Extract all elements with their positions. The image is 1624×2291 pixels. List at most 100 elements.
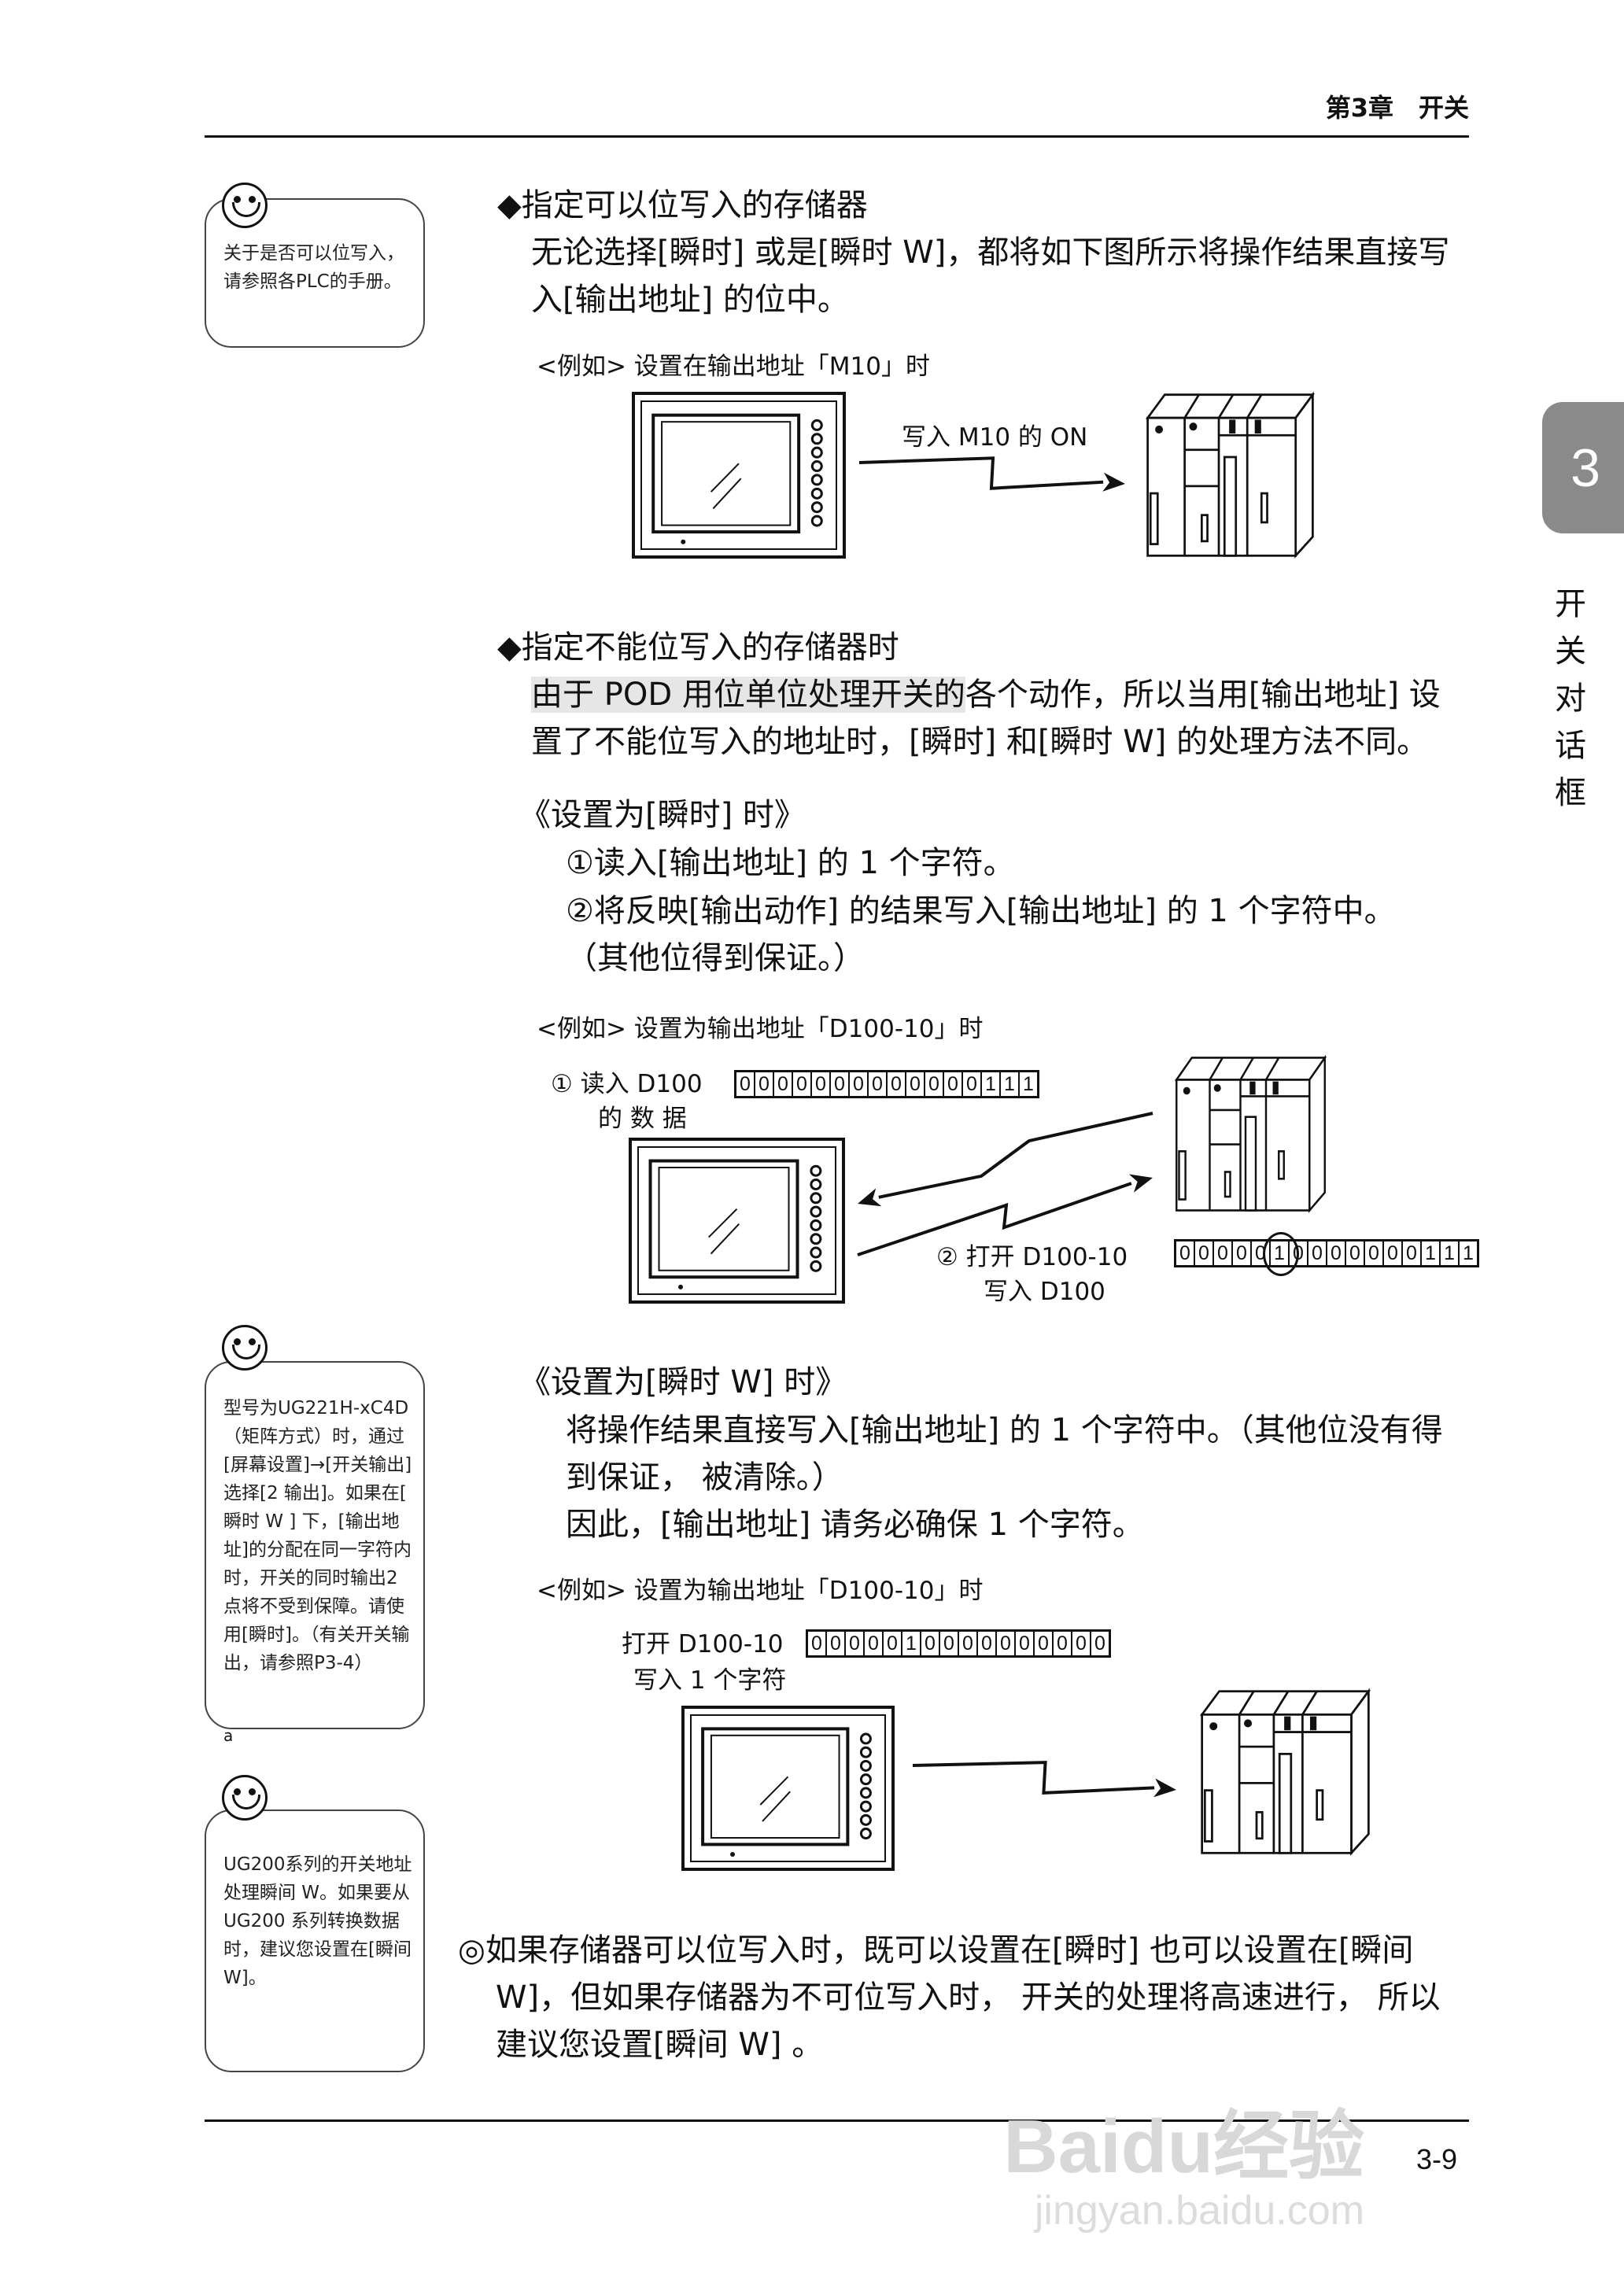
write-label: 写入 1 个字符 (633, 1666, 787, 1695)
bit-cell: 0 (944, 1072, 963, 1096)
sub1-title: 《设置为[瞬时] 时》 (519, 797, 806, 833)
bit-cell: 0 (1403, 1241, 1422, 1265)
bit-cell: 1 (982, 1072, 1001, 1096)
bit-cell: 0 (793, 1072, 812, 1096)
bit-cell: 0 (940, 1632, 959, 1655)
bit-cell: 0 (831, 1072, 850, 1096)
chapter-tab[interactable]: 3 (1542, 402, 1624, 533)
bit-cell: 1 (902, 1632, 921, 1655)
bit-cell: 1 (1463, 1242, 1474, 1264)
bit-cell: 0 (1054, 1632, 1072, 1655)
bit-cell: 0 (888, 1072, 906, 1096)
section1-line: 无论选择[瞬时] 或是[瞬时 W]，都将如下图所示将操作结果直接写 (531, 234, 1450, 271)
bit-cell: 0 (755, 1072, 774, 1096)
bit-cell: 0 (736, 1072, 755, 1096)
example-label: <例如> 设置为输出地址「D100-10」时 (537, 1015, 984, 1043)
bit-cell: 0 (869, 1072, 888, 1096)
bit-cell: 0 (997, 1632, 1016, 1655)
section2-line1: 由于 POD 用位单位处理开关的各个动作，所以当用[输出地址] 设 (531, 669, 1441, 714)
signal-arrow-right (857, 1174, 1153, 1256)
footer-rule (205, 2119, 1469, 2122)
bit-cell: 0 (921, 1632, 940, 1655)
section1-line: 入[输出地址] 的位中。 (531, 282, 849, 318)
chapter-header: 第3章 开关 (1325, 93, 1469, 123)
sub1-item: ①读入[输出地址] 的 1 个字符。 (566, 845, 1015, 881)
sub1-item: ②将反映[输出动作] 的结果写入[输出地址] 的 1 个字符中。 (566, 893, 1396, 929)
smiley-icon (222, 183, 268, 228)
section2-heading: ◆指定不能位写入的存储器时 (497, 629, 899, 666)
write-label: ② 打开 D100-10 (936, 1243, 1128, 1271)
bit-cell: 0 (1365, 1241, 1384, 1265)
bit-cell: 0 (963, 1072, 982, 1096)
bit-cell: 0 (978, 1632, 997, 1655)
conclusion-line: 建议您设置[瞬间 W] 。 (496, 2027, 824, 2063)
side-note-3: UG200系列的开关地址处理瞬间 W。如果要从 UG200 系列转换数据时，建议… (205, 1810, 425, 2072)
bit-cell: 0 (959, 1632, 978, 1655)
arrow-label: 写入 M10 的 ON (902, 423, 1088, 452)
section1-heading: ◆指定可以位写入的存储器 (497, 187, 868, 223)
read-label: 的 数 据 (598, 1105, 687, 1133)
bit-cell: 0 (1195, 1241, 1214, 1265)
watermark-logo: Baidu经验 (1003, 2105, 1364, 2189)
bit-cell: 0 (1346, 1241, 1365, 1265)
bit-cell: 0 (1094, 1632, 1105, 1655)
conclusion-line: ◎如果存储器可以位写入时，既可以设置在[瞬时] 也可以设置在[瞬间 (458, 1932, 1414, 1968)
bit-cell: 0 (906, 1072, 925, 1096)
bit-cell: 0 (827, 1632, 846, 1655)
bit-cell: 1 (1023, 1073, 1034, 1095)
bit-cell: 0 (1308, 1241, 1327, 1265)
sub1-item: （其他位得到保证。） (566, 940, 865, 976)
plc-device (1174, 1054, 1327, 1213)
section2-line2: 置了不能位写入的地址时，[瞬时] 和[瞬时 W] 的处理方法不同。 (531, 724, 1429, 760)
chapter-tab-title: 开关对话框 (1555, 586, 1586, 811)
bit-cell: 0 (1384, 1241, 1403, 1265)
note-text: 关于是否可以位写入，请参照各PLC的手册。 (223, 243, 404, 292)
read-label: ① 读入 D100 (551, 1070, 703, 1098)
bit-cell: 0 (774, 1072, 793, 1096)
sub2-line: 因此，[输出地址] 请务必确保 1 个字符。 (566, 1507, 1144, 1543)
write-label: 写入 D100 (984, 1278, 1105, 1306)
page-number: 3-9 (1416, 2143, 1458, 2175)
note-text: UG200系列的开关地址处理瞬间 W。如果要从 UG200 系列转换数据时，建议… (223, 1854, 412, 1988)
side-note-2: 型号为UG221H-xC4D（矩阵方式）时，通过[屏幕设置]→[开关输出] 选择… (205, 1361, 425, 1745)
bit-cell: 0 (1035, 1632, 1054, 1655)
note-trailing: a (223, 1726, 234, 1745)
hmi-device (681, 1706, 895, 1871)
bit-cell: 0 (1072, 1632, 1091, 1655)
bit-cell: 0 (1214, 1241, 1233, 1265)
signal-arrow-left (858, 1112, 1153, 1207)
example-label: <例如> 设置在输出地址「M10」时 (537, 352, 930, 381)
text: 各个动作，所以当用[输出地址] 设 (965, 677, 1441, 713)
bit-cell: 1 (1001, 1072, 1020, 1096)
plc-device (1199, 1688, 1371, 1856)
side-note-1: 关于是否可以位写入，请参照各PLC的手册。 (205, 198, 425, 348)
bit-cell: 1 (1422, 1241, 1441, 1265)
write-label: 打开 D100-10 (622, 1630, 784, 1658)
highlighted-text: 由于 POD 用位单位处理开关的 (531, 677, 965, 713)
example-label: <例如> 设置为输出地址「D100-10」时 (537, 1577, 984, 1605)
bit-cell: 1 (1441, 1241, 1460, 1265)
hmi-device (629, 1138, 845, 1304)
bit-cell: 0 (1176, 1241, 1195, 1265)
bit-cell: 0 (1233, 1241, 1252, 1265)
plc-device (1145, 391, 1316, 559)
conclusion-line: W]，但如果存储器为不可位写入时， 开关的处理将高速进行， 所以 (496, 1979, 1441, 2016)
smiley-icon (222, 1325, 268, 1371)
bit-cell: 0 (865, 1632, 884, 1655)
sub2-line: 将操作结果直接写入[输出地址] 的 1 个字符中。（其他位没有得 (566, 1412, 1443, 1448)
bit-cell: 0 (925, 1072, 944, 1096)
bit-cell: 0 (884, 1632, 902, 1655)
note-text: 型号为UG221H-xC4D（矩阵方式）时，通过[屏幕设置]→[开关输出] 选择… (223, 1398, 412, 1673)
signal-arrow-right (858, 456, 1125, 492)
bit-cell: 0 (1327, 1241, 1346, 1265)
signal-arrow-right (912, 1761, 1176, 1798)
bit-cell: 0 (850, 1072, 869, 1096)
bit-cell: 0 (1016, 1632, 1035, 1655)
watermark-url: jingyan.baidu.com (1034, 2188, 1364, 2234)
bit-cell: 0 (812, 1072, 831, 1096)
bit-cell: 0 (808, 1632, 827, 1655)
sub2-title: 《设置为[瞬时 W] 时》 (519, 1364, 847, 1400)
